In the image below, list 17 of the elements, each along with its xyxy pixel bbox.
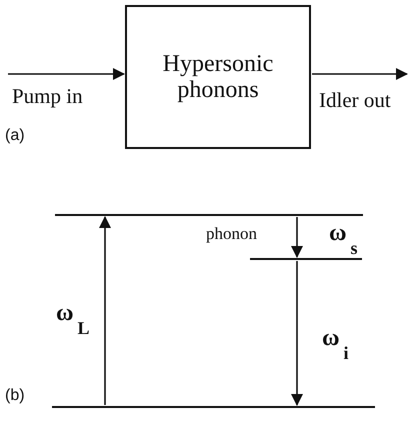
panel-label: (b)	[5, 387, 25, 405]
arrow	[312, 68, 408, 80]
edge-label: ω$_{L}$	[56, 300, 90, 339]
energy-level-line	[55, 214, 363, 216]
frequency-label: ω$_{s}$	[329, 220, 358, 259]
arrow	[291, 217, 303, 258]
energy-level-line	[52, 406, 375, 408]
edge-label: phonon	[206, 224, 257, 244]
process-box: Hypersonic phonons	[125, 5, 311, 149]
energy-level-line	[250, 258, 362, 260]
edge-label: Pump in	[12, 84, 83, 109]
arrow	[99, 216, 111, 405]
arrow	[291, 261, 303, 406]
panel-label: (a)	[5, 127, 25, 145]
edge-label: Idler out	[319, 88, 391, 113]
edge-label: ω$_{i}$	[322, 325, 349, 364]
arrow	[8, 68, 125, 80]
